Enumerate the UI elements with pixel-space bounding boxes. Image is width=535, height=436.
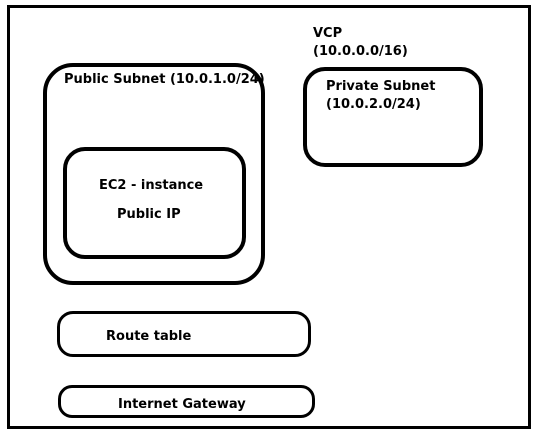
- private-subnet-title: Private Subnet: [326, 79, 436, 94]
- internet-gateway-box: [58, 385, 315, 418]
- public-ip-label: Public IP: [117, 207, 181, 222]
- route-table-label: Route table: [106, 329, 192, 344]
- route-table-box: [57, 311, 311, 357]
- private-subnet-box: [303, 67, 483, 167]
- private-subnet-cidr: (10.0.2.0/24): [326, 97, 421, 112]
- public-subnet-label: Public Subnet (10.0.1.0/24): [64, 72, 265, 87]
- internet-gateway-label: Internet Gateway: [118, 397, 246, 412]
- vpc-title: VCP: [313, 26, 343, 41]
- ec2-instance-label: EC2 - instance: [99, 178, 204, 193]
- vpc-cidr: (10.0.0.0/16): [313, 44, 408, 59]
- ec2-instance-box: [63, 147, 246, 259]
- vpc-container: [7, 5, 531, 429]
